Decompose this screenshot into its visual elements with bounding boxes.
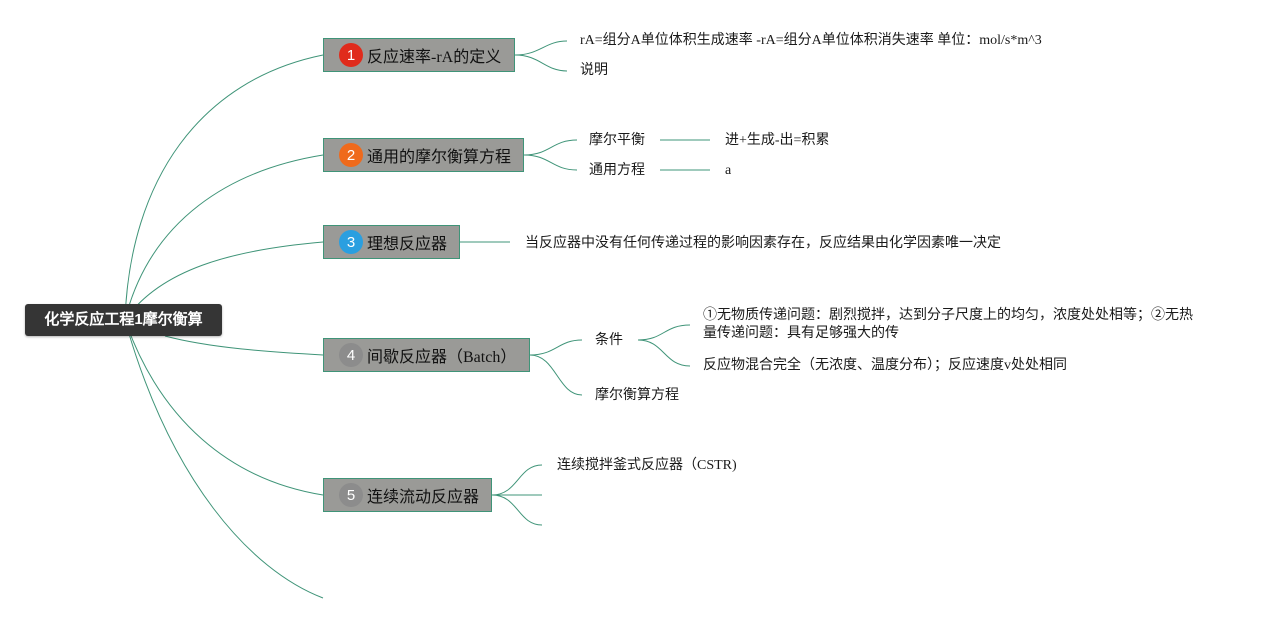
link-t1-c2 — [514, 54, 568, 72]
number-badge-1-icon: 1 — [339, 43, 363, 67]
link-t4-c1-l1 — [637, 324, 691, 341]
root-topic[interactable]: 化学反应工程1摩尔衡算 — [25, 304, 222, 336]
topic-label: 连续流动反应器 — [367, 489, 480, 506]
topic-label: 间歇反应器（Batch） — [367, 349, 517, 366]
topic-2[interactable]: 2 通用的摩尔衡算方程 — [323, 138, 524, 172]
leaf-condition-2[interactable]: 反应物混合完全（无浓度、温度分布）；反应速度v处处相同 — [703, 358, 1067, 373]
link-root-topic5 — [124, 319, 324, 496]
subtopic-rate-definition[interactable]: rA=组分A单位体积生成速率 -rA=组分A单位体积消失速率 单位：mol/s*… — [580, 33, 1042, 48]
link-root-topic3 — [124, 241, 324, 321]
link-t4-c1 — [529, 339, 583, 356]
link-t2-c1 — [523, 139, 578, 156]
link-t4-c1-l2 — [637, 339, 691, 367]
link-t5-c1 — [491, 464, 543, 496]
topic-1[interactable]: 1 反应速率-rA的定义 — [323, 38, 515, 72]
leaf-condition-1[interactable]: ①无物质传递问题：剧烈搅拌，达到分子尺度上的均匀，浓度处处相等；②无热量传递问题… — [703, 308, 1193, 341]
subtopic-cstr[interactable]: 连续搅拌釜式反应器（CSTR) — [557, 458, 737, 473]
number-badge-4-icon: 4 — [339, 343, 363, 367]
subtopic-explanation[interactable]: 说明 — [580, 63, 608, 78]
subtopic-general-equation[interactable]: 通用方程 — [589, 163, 645, 178]
topic-label: 通用的摩尔衡算方程 — [367, 149, 512, 166]
link-root-topic1 — [124, 54, 324, 321]
link-root-topic4 — [164, 335, 324, 356]
link-root-topic6 — [124, 319, 324, 599]
subtopic-conditions[interactable]: 条件 — [595, 333, 623, 348]
subtopic-ideal-reactor-definition[interactable]: 当反应器中没有任何传递过程的影响因素存在，反应结果由化学因素唯一决定 — [525, 236, 1001, 251]
topic-3[interactable]: 3 理想反应器 — [323, 225, 460, 259]
topic-label: 理想反应器 — [367, 236, 448, 253]
leaf-balance-formula[interactable]: 进+生成-出=积累 — [725, 133, 830, 148]
number-badge-5-icon: 5 — [339, 483, 363, 507]
topic-label: 反应速率-rA的定义 — [367, 49, 502, 66]
leaf-general-equation-value[interactable]: a — [725, 163, 732, 178]
topic-4[interactable]: 4 间歇反应器（Batch） — [323, 338, 530, 372]
link-t4-c2 — [529, 354, 583, 396]
number-badge-3-icon: 3 — [339, 230, 363, 254]
subtopic-mole-balance[interactable]: 摩尔平衡 — [589, 133, 645, 148]
link-t5-c3 — [491, 494, 543, 526]
number-badge-2-icon: 2 — [339, 143, 363, 167]
topic-5[interactable]: 5 连续流动反应器 — [323, 478, 492, 512]
link-t2-c2 — [523, 154, 578, 171]
link-t1-c1 — [514, 40, 568, 56]
subtopic-mole-balance-equation[interactable]: 摩尔衡算方程 — [595, 388, 679, 403]
link-root-topic2 — [124, 154, 324, 321]
